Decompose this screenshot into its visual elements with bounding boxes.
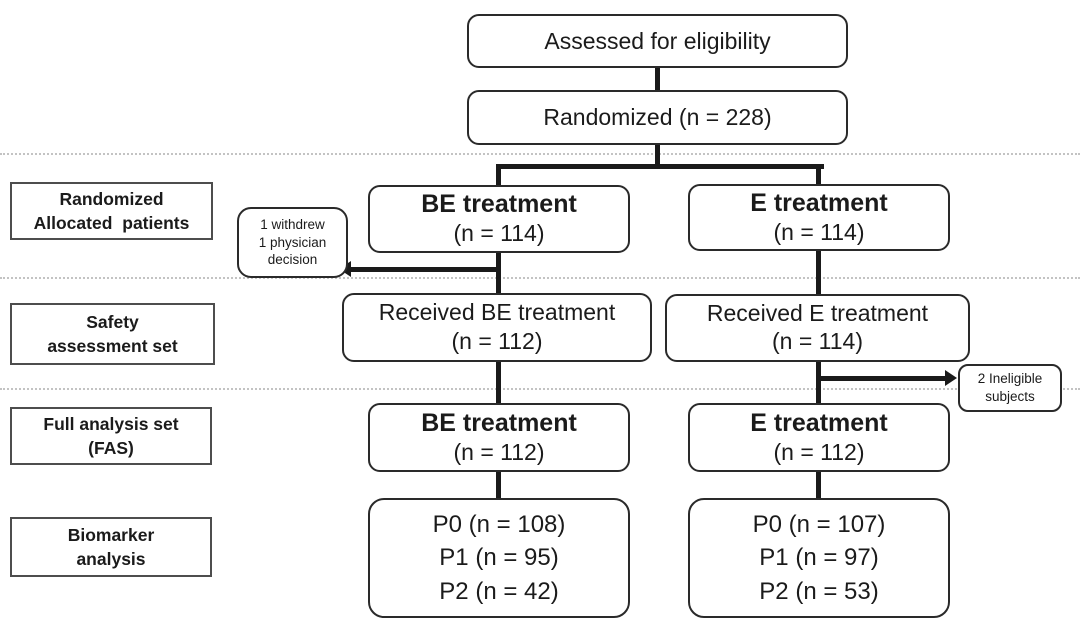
bio-e-box: P0 (n = 107) P1 (n = 97) P2 (n = 53) [688,498,950,618]
received-e-n: (n = 114) [772,328,863,355]
connector-e-received-fas [815,360,821,405]
row-label-line: analysis [76,549,146,569]
bio-be-box: P0 (n = 108) P1 (n = 95) P2 (n = 42) [368,498,630,618]
randomized-box: Randomized (n = 228) [467,90,848,145]
received-be-n: (n = 112) [451,327,543,354]
assessed-box: Assessed for eligibility [467,14,848,68]
arrow-right-icon [945,370,957,386]
dotted-separator-3 [0,388,1080,390]
dotted-separator-1 [0,153,1080,155]
connector-e-fas-bio [815,470,821,500]
ineligible-arrow-line [818,376,946,381]
fas-be-box: BE treatment (n = 112) [368,403,630,472]
row-label-line: Allocated patients [33,213,190,233]
withdrawal-arrow-line [350,267,498,272]
ineligible-box: 2 Ineligible subjects [958,364,1062,412]
alloc-e-box: E treatment (n = 114) [688,184,950,251]
alloc-be-box: BE treatment (n = 114) [368,185,630,253]
connector-branch-to-e [815,164,821,188]
fas-e-title: E treatment [750,408,888,437]
fas-e-n: (n = 112) [773,438,865,465]
bio-e-line: P0 (n = 107) [752,510,886,538]
connector-assessed-randomized [654,66,660,92]
connector-be-fas-bio [495,470,501,500]
alloc-be-n: (n = 114) [453,220,545,247]
alloc-be-title: BE treatment [421,190,577,219]
connector-be-received-fas [495,360,501,405]
dotted-separator-2 [0,277,1080,279]
bio-be-line: P1 (n = 95) [439,544,559,572]
alloc-e-title: E treatment [750,188,888,217]
ineligible-line: subjects [985,389,1035,404]
row-label-line: (FAS) [88,438,134,458]
row-label-line: assessment set [47,336,178,356]
row-label-line: Full analysis set [43,413,179,434]
received-be-title: Received BE treatment [378,299,616,326]
alloc-e-n: (n = 114) [773,218,865,245]
withdrawn-line: 1 physician [258,234,327,250]
connector-be-alloc-received [495,251,501,295]
connector-e-alloc-received [815,249,821,296]
row-label-line: Randomized [59,188,164,209]
row-label-randomized-allocated: Randomized Allocated patients [10,182,213,240]
assessed-text: Assessed for eligibility [544,27,771,54]
row-label-line: Safety [86,311,139,332]
bio-e-line: P2 (n = 53) [759,577,879,605]
received-e-title: Received E treatment [706,299,929,326]
connector-branch-horizontal [495,164,824,169]
withdrawn-box: 1 withdrew 1 physician decision [237,207,348,278]
withdrawn-line: decision [267,252,318,268]
row-label-line: Biomarker [67,524,155,545]
ineligible-line: 2 Ineligible [977,371,1043,387]
received-e-box: Received E treatment (n = 114) [665,294,970,362]
bio-e-line: P1 (n = 97) [759,544,879,572]
received-be-box: Received BE treatment (n = 112) [342,293,652,362]
withdrawn-line: 1 withdrew [260,216,325,232]
fas-e-box: E treatment (n = 112) [688,403,950,472]
connector-randomized-stub [654,143,660,169]
row-label-biomarker: Biomarker analysis [10,517,212,577]
connector-branch-to-be [495,164,501,188]
row-label-safety: Safety assessment set [10,303,215,365]
bio-be-line: P0 (n = 108) [432,510,566,538]
fas-be-n: (n = 112) [453,438,545,465]
bio-be-line: P2 (n = 42) [439,577,559,605]
row-label-fas: Full analysis set (FAS) [10,407,212,465]
randomized-text: Randomized (n = 228) [543,104,772,131]
fas-be-title: BE treatment [421,408,577,437]
